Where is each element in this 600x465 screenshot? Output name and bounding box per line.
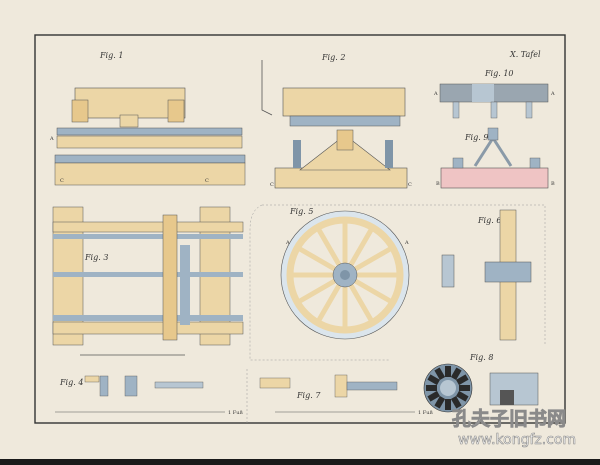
gear-tooth [450, 396, 462, 409]
figure-9: Fig. 9 B B [436, 127, 555, 189]
scan-edge [0, 459, 600, 465]
scale-bar-right: 1 Fuß [275, 410, 433, 416]
fig-10-label: Fig. 10 [484, 69, 514, 78]
figure-8: Fig. 8 [423, 353, 539, 413]
wheel-spoke [298, 246, 336, 272]
fig-1-label: Fig. 1 [99, 51, 123, 60]
figure-3: Fig. 3 [52, 206, 244, 356]
gear-tooth [445, 399, 451, 410]
svg-text:A: A [550, 91, 555, 97]
svg-text:A: A [404, 240, 409, 246]
fig-3-label: Fig. 3 [84, 253, 108, 262]
scale-bar-left: 1 Fuß [55, 410, 243, 416]
plate-frame [34, 34, 566, 424]
gear-tooth [427, 374, 440, 386]
panel-divider [246, 204, 546, 423]
gear-tooth [456, 374, 469, 386]
watermark-url: www.kongfz.com [458, 432, 576, 448]
svg-text:B: B [551, 181, 555, 187]
gear-tooth [426, 385, 437, 391]
gear-tooth [459, 385, 470, 391]
figure-2: Fig. 2 C C [261, 53, 412, 189]
gear-tooth [445, 366, 451, 377]
fig-4-label: Fig. 4 [59, 378, 83, 387]
fig-2-label: Fig. 2 [321, 53, 345, 62]
fig-9-label: Fig. 9 [464, 133, 488, 142]
gear-tooth [427, 390, 440, 402]
svg-text:C: C [205, 178, 209, 184]
figure-1: Fig. 1 A C C [49, 51, 246, 186]
gear-tooth [450, 367, 462, 380]
svg-text:B: B [436, 181, 440, 187]
figure-10: Fig. 10 A A [433, 69, 555, 119]
gear-tooth [456, 390, 469, 402]
wheel-spoke [316, 284, 342, 322]
figure-4: Fig. 4 [59, 375, 204, 397]
gear-tooth [434, 396, 446, 409]
fig-7-label: Fig. 7 [296, 391, 321, 400]
figure-7: Fig. 7 [259, 374, 398, 400]
wheel-spoke [298, 278, 336, 304]
wheel-spoke [348, 228, 374, 266]
svg-text:C: C [270, 182, 274, 188]
svg-text:1 Fuß: 1 Fuß [228, 410, 243, 416]
fig-8-label: Fig. 8 [469, 353, 493, 362]
wheel-spoke [316, 228, 342, 266]
watermark-text: 孔夫子旧书网 [452, 408, 566, 430]
plate-title: X. Tafel [509, 50, 541, 59]
svg-text:C: C [60, 178, 64, 184]
gear-tooth [434, 367, 446, 380]
wheel-spoke [354, 246, 392, 272]
svg-text:A: A [285, 240, 290, 246]
fig-5-label: Fig. 5 [289, 207, 313, 216]
svg-text:A: A [433, 91, 438, 97]
svg-text:1 Fuß: 1 Fuß [418, 410, 433, 416]
svg-text:A: A [49, 136, 54, 142]
wheel-spoke [354, 278, 392, 304]
wheel-spoke [348, 284, 374, 322]
fig-6-label: Fig. 6 [477, 216, 501, 225]
figure-6: Fig. 6 [441, 209, 532, 341]
figure-5: Fig. 5 A A [280, 207, 410, 340]
svg-text:C: C [408, 182, 412, 188]
